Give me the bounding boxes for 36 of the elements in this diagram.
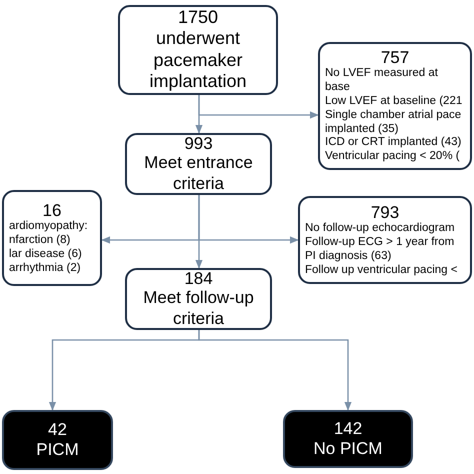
- count-number: 184: [184, 268, 213, 288]
- criteria-text: ardiomyopathy:: [9, 220, 88, 234]
- criteria-text: No PICM: [314, 438, 382, 459]
- criteria-text: arrhythmia (2): [9, 262, 81, 276]
- count-number: 16: [42, 200, 62, 220]
- process-box: [2, 190, 102, 286]
- count-number: 757: [380, 48, 410, 68]
- arrow: [198, 330, 352, 411]
- process-box: [298, 196, 472, 284]
- criteria-text: Follow up ventricular pacing <: [305, 264, 458, 278]
- criteria-text: PICM: [36, 440, 79, 460]
- arrow: [198, 95, 319, 119]
- count-number: 993: [184, 134, 213, 154]
- criteria-text: Meet follow-up criteria: [142, 288, 255, 330]
- result-box: [283, 410, 413, 468]
- process-box: [118, 5, 278, 95]
- criteria-text: No LVEF measured at base: [325, 67, 439, 96]
- criteria-text: Follow-up ECG > 1 year from PI diagnosis (63): [305, 236, 456, 264]
- criteria-text: Low LVEF at baseline (221: [325, 95, 462, 109]
- criteria-text: No follow-up echocardiogram: [305, 222, 455, 236]
- criteria-text: Meet entrance criteria: [143, 153, 254, 194]
- count-number: 142: [334, 419, 362, 439]
- process-box: [125, 133, 272, 195]
- count-number: 42: [48, 420, 67, 440]
- process-box: [125, 268, 272, 330]
- count-number: 793: [370, 202, 400, 222]
- criteria-text: ICD or CRT implanted (43): [325, 136, 462, 150]
- criteria-text: lar disease (6): [9, 248, 82, 262]
- process-box: [318, 42, 472, 170]
- criteria-text: nfarction (8): [9, 234, 70, 248]
- result-box: [2, 410, 113, 470]
- criteria-text: Ventricular pacing < 20% (: [325, 150, 460, 164]
- criteria-text: Single chamber atrial pace implanted (35): [325, 108, 462, 136]
- arrow: [195, 195, 203, 269]
- criteria-text: underwent pacemaker implantation: [148, 28, 248, 93]
- count-number: 1750: [178, 7, 218, 28]
